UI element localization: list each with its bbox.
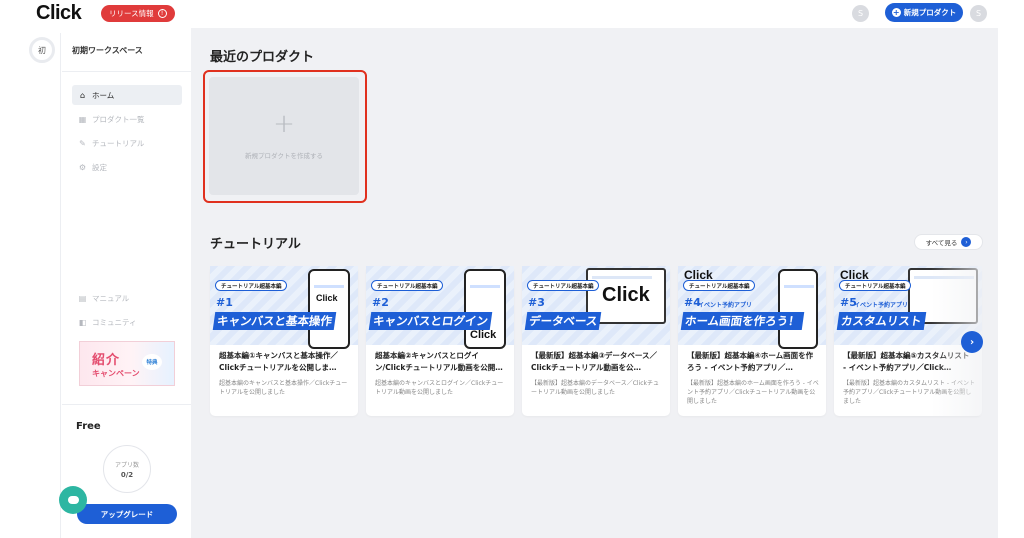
sidebar-item-settings[interactable]: ⚙ 設定 [72, 157, 182, 177]
tutorial-section-title: チュートリアル [210, 237, 301, 252]
referral-campaign-banner[interactable]: 紹介 キャンペーン 特典 [79, 341, 175, 386]
tutorial-number: #1 [216, 296, 233, 309]
create-product-label: 新規プロダクトを作成する [245, 152, 323, 160]
plus-icon: + [273, 109, 295, 139]
tutorial-headline: ホーム画面を作ろう！ [680, 312, 804, 330]
tutorial-card[interactable]: Click チュートリアル超基本編 #3 データベース 【最新版】超基本編③デー… [522, 266, 670, 416]
release-info-label: リリース情報 [109, 9, 154, 18]
tutorial-tag: チュートリアル超基本編 [839, 280, 912, 291]
recent-products-title: 最近のプロダクト [210, 50, 315, 65]
create-product-card[interactable]: + 新規プロダクトを作成する [209, 77, 359, 195]
workspace-avatar[interactable]: 初 [29, 37, 55, 63]
book-icon: ▤ [78, 293, 87, 303]
tutorial-description: 超基本編のキャンバスとログイン／Clickチュートリアル動画を公開しました [375, 380, 504, 396]
chevron-right-icon: › [961, 237, 972, 247]
workspace-rail: 初 [26, 33, 61, 538]
community-icon: ◧ [78, 317, 87, 327]
chat-support-button[interactable] [59, 486, 87, 514]
new-product-label: 新規プロダクト [903, 8, 957, 17]
tutorial-subtitle: イベント予約アプリ [698, 302, 753, 309]
workspace-name: 初期ワークスペース [72, 46, 143, 55]
tutorial-description: 【最新版】超基本編のデータベース／Clickチュートリアル動画を公開しました [531, 380, 659, 396]
tutorial-tag: チュートリアル超基本編 [215, 280, 288, 291]
main-content: 最近のプロダクト + 新規プロダクトを作成する チュートリアル すべて見る › … [191, 28, 998, 538]
tutorial-number: #2 [372, 296, 389, 309]
tutorial-card[interactable]: Click チュートリアル超基本編 #4 イベント予約アプリ ホーム画面を作ろう… [678, 266, 826, 416]
tutorial-description: 【最新版】超基本編のホーム画面を作ろう - イベント予約アプリ／Clickチュー… [687, 380, 819, 405]
graduation-cap-icon: ✎ [79, 138, 86, 148]
tutorial-tag: チュートリアル超基本編 [371, 280, 444, 291]
see-all-button[interactable]: すべて見る › [914, 234, 983, 250]
tutorial-number: #4 [684, 296, 701, 309]
tutorial-number: #5 [840, 296, 857, 309]
campaign-tag: 特典 [142, 354, 162, 370]
tutorial-tag: チュートリアル超基本編 [683, 280, 756, 291]
tutorial-carousel: Click チュートリアル超基本編 #1 キャンバスと基本操作 超基本編①キャン… [210, 266, 982, 416]
tutorial-title: 超基本編①キャンバスと基本操作／Clickチュートリアルを公開しま… [219, 351, 338, 372]
tutorial-headline: キャンバスとログイン [368, 312, 493, 330]
see-all-label: すべて見る [925, 239, 958, 247]
grid-icon: ▦ [78, 114, 87, 124]
chat-bubble-icon [67, 496, 79, 504]
plus-circle-icon: + [891, 8, 901, 17]
phone-mockup: Click [464, 269, 506, 349]
sidebar-item-products[interactable]: ▦ プロダクト一覧 [72, 109, 182, 129]
sidebar-item-label: マニュアル [92, 293, 130, 303]
tutorial-title: 超基本編②キャンバスとログイン/Clickチュートリアル動画を公開… [375, 351, 503, 372]
app-count-label: アプリ数 [114, 461, 139, 469]
sidebar-item-label: 設定 [92, 162, 107, 172]
phone-mockup: Click [308, 269, 350, 349]
gear-icon: ⚙ [78, 162, 87, 172]
tutorial-tag: チュートリアル超基本編 [527, 280, 600, 291]
user-avatar-right[interactable]: S [970, 5, 987, 22]
sidebar-item-tutorial[interactable]: ✎ チュートリアル [72, 133, 182, 153]
plan-label: Free [76, 421, 101, 432]
release-info-badge[interactable]: リリース情報 ! [101, 5, 175, 22]
tutorial-card[interactable]: Click チュートリアル超基本編 #2 キャンバスとログイン 超基本編②キャン… [366, 266, 514, 416]
sidebar-item-label: コミュニティ [92, 317, 137, 327]
campaign-title-bottom: キャンペーン [92, 368, 140, 378]
campaign-title-top: 紹介 [92, 352, 121, 368]
sidebar-item-label: チュートリアル [92, 138, 145, 148]
sidebar-item-community[interactable]: ◧ コミュニティ [72, 312, 182, 332]
tutorial-thumbnail: Click チュートリアル超基本編 #3 データベース [522, 266, 670, 345]
alert-icon: ! [157, 9, 167, 18]
user-avatar-left[interactable]: S [852, 5, 869, 22]
new-product-button[interactable]: + 新規プロダクト [885, 3, 963, 22]
tutorial-headline: カスタムリスト [836, 312, 926, 330]
sidebar: 初期ワークスペース ⌂ ホーム ▦ プロダクト一覧 ✎ チュートリアル ⚙ 設定… [62, 33, 191, 538]
tutorial-headline: データベース [524, 312, 602, 330]
sidebar-item-home[interactable]: ⌂ ホーム [72, 85, 182, 105]
home-icon: ⌂ [79, 90, 86, 100]
sidebar-item-manual[interactable]: ▤ マニュアル [72, 288, 182, 308]
sidebar-item-label: ホーム [92, 90, 115, 100]
sidebar-item-label: プロダクト一覧 [92, 114, 145, 124]
tutorial-thumbnail: Click チュートリアル超基本編 #1 キャンバスと基本操作 [210, 266, 358, 349]
divider [62, 404, 191, 405]
tutorial-card[interactable]: Click チュートリアル超基本編 #1 キャンバスと基本操作 超基本編①キャン… [210, 266, 358, 416]
tutorial-title: 【最新版】超基本編③データベース／Clickチュートリアル動画を公… [531, 351, 657, 372]
app-logo[interactable]: Click [36, 2, 82, 24]
top-bar: Click リリース情報 ! S + 新規プロダクト S [0, 0, 1024, 28]
highlight-frame [203, 70, 367, 203]
tutorial-title: 【最新版】超基本編⑤カスタムリスト - イベント予約アプリ／Click… [843, 351, 970, 372]
divider [62, 71, 191, 72]
tutorial-title: 【最新版】超基本編④ホーム画面を作ろう - イベント予約アプリ／… [687, 351, 814, 372]
tutorial-number: #3 [528, 296, 545, 309]
tutorial-headline: キャンバスと基本操作 [212, 312, 337, 330]
tutorial-description: 超基本編のキャンバスと基本操作／Clickチュートリアルを公開しました [219, 380, 348, 396]
tutorial-thumbnail: Click チュートリアル超基本編 #4 イベント予約アプリ ホーム画面を作ろう… [678, 266, 826, 349]
carousel-next-button[interactable]: › [961, 331, 983, 353]
tutorial-thumbnail: Click チュートリアル超基本編 #2 キャンバスとログイン [366, 266, 514, 349]
tutorial-description: 【最新版】超基本編のカスタムリスト - イベント予約アプリ／Clickチュートリ… [843, 380, 975, 405]
app-count-gauge: アプリ数 0/2 [103, 445, 151, 493]
upgrade-button[interactable]: アップグレード [77, 504, 177, 524]
tutorial-subtitle: イベント予約アプリ [854, 302, 909, 309]
app-count-value: 0/2 [120, 470, 134, 479]
phone-mockup [778, 269, 818, 349]
